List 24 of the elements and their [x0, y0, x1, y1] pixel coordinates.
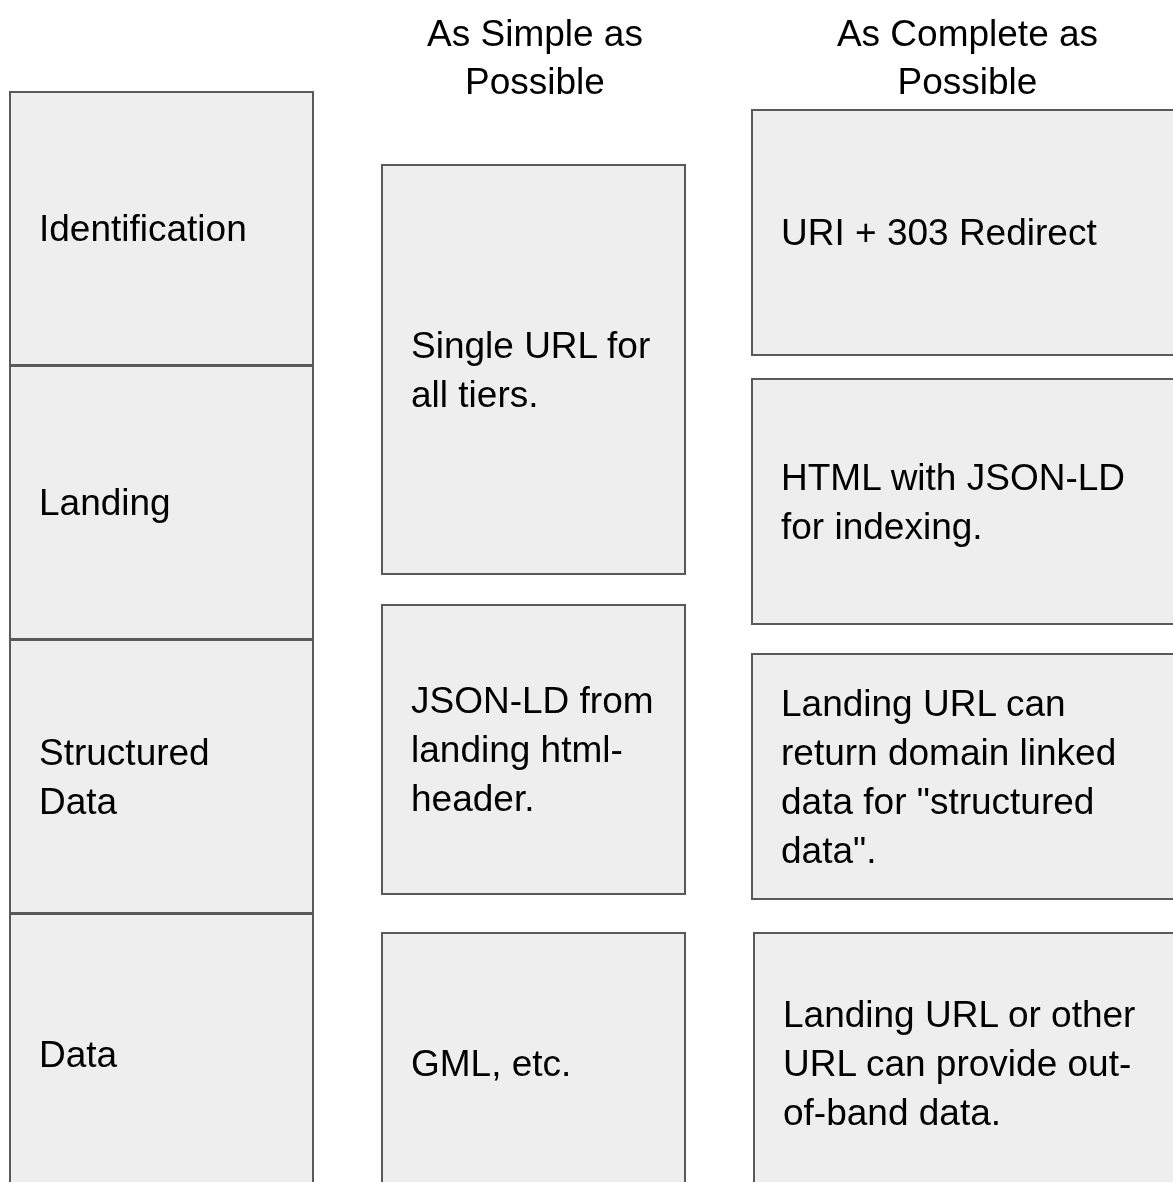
tier-box	[9, 913, 314, 1182]
box-text: GML, etc.	[411, 1041, 573, 1086]
tier-box	[9, 91, 314, 366]
option-box	[751, 109, 1173, 356]
option-box	[751, 653, 1173, 900]
box-text: Landing	[39, 481, 172, 525]
column-heading: As Simple as Possible	[426, 12, 644, 104]
tier-box	[9, 365, 314, 640]
box-text: HTML with JSON-LD for indexing.	[781, 455, 1126, 549]
box-text: Single URL for all tiers.	[411, 323, 652, 417]
box-text: URI + 303 Redirect	[781, 211, 1098, 255]
option-box	[751, 378, 1173, 625]
box-text: JSON-LD from landing html-header.	[411, 679, 655, 821]
box-text: Data	[39, 1032, 119, 1077]
option-box	[381, 604, 686, 895]
option-box	[381, 164, 686, 575]
tier-box	[9, 639, 314, 914]
column-heading: As Complete as Possible	[835, 12, 1100, 104]
option-box	[381, 932, 686, 1182]
box-text: Structured Data	[39, 730, 211, 824]
box-text: Landing URL or other URL can provide out-of-band data.	[783, 992, 1137, 1135]
box-text: Identification	[39, 207, 248, 251]
box-text: Landing URL can return domain linked data for "structured data".	[781, 681, 1118, 873]
option-box	[753, 932, 1173, 1182]
